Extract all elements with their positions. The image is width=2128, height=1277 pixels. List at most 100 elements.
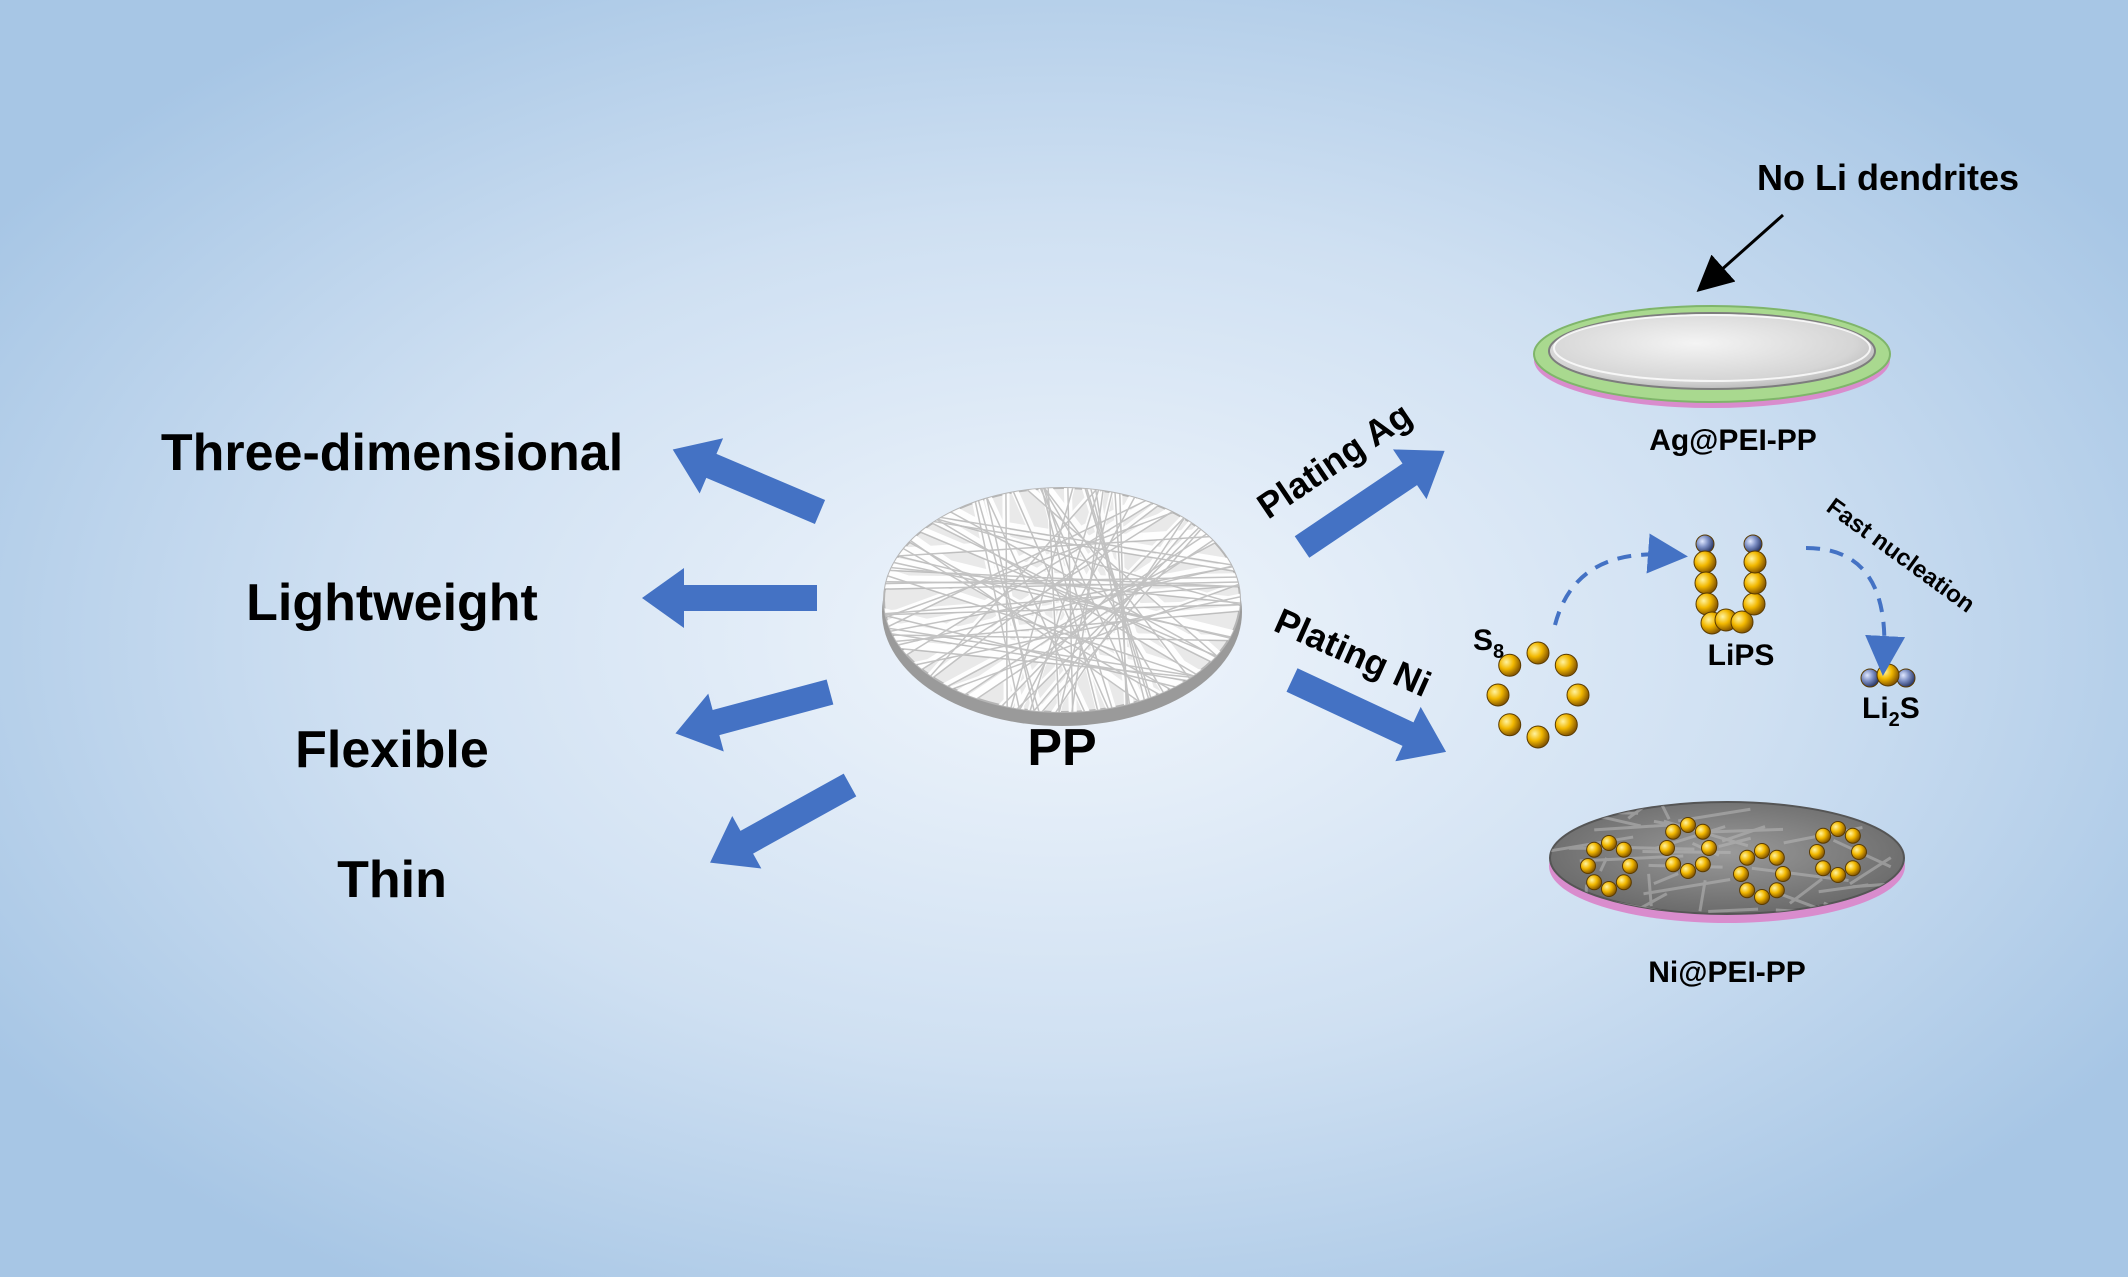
pp-fiber-shadow xyxy=(884,490,1240,694)
ni-ring-sulfur-atom xyxy=(1615,874,1632,891)
label-ni-pei-pp: Ni@PEI-PP xyxy=(1648,956,1806,989)
pointer-arrow-no-dendrites xyxy=(1696,213,1784,292)
ni-fiber xyxy=(1599,857,1609,872)
lips-sulfur-atom xyxy=(1694,571,1718,595)
ni-ring-sulfur-atom xyxy=(1775,866,1791,882)
pp-fiber-shadow xyxy=(962,488,1239,712)
pp-fiber-shadow xyxy=(884,578,1240,621)
ni-ring-sulfur-atom xyxy=(1586,874,1603,891)
label-li2s: Li2S xyxy=(1862,692,1920,731)
ni-ring-sulfur-atom xyxy=(1768,849,1785,866)
s8-atom xyxy=(1526,641,1550,665)
ni-ring-sulfur-atom xyxy=(1768,882,1785,899)
lips-sulfur-atom xyxy=(1742,592,1766,616)
ni-fiber xyxy=(1698,880,1707,912)
ni-ring-sulfur-atom xyxy=(1601,835,1617,851)
lips-sulfur-atom xyxy=(1730,610,1754,634)
pp-fiber-shadow xyxy=(1063,488,1111,712)
pp-membrane-disc xyxy=(882,487,1242,726)
ni-ring-sulfur-atom xyxy=(1615,841,1632,858)
ni-ring-sulfur-atom xyxy=(1580,858,1596,874)
arrow-to-lightweight xyxy=(642,568,817,628)
pp-fiber-shadow xyxy=(884,558,1240,613)
ni-ring-sulfur-atom xyxy=(1830,867,1846,883)
ni-ring-sulfur-atom xyxy=(1680,817,1696,833)
label-flexible: Flexible xyxy=(295,721,489,779)
ni-fiber xyxy=(1653,872,1679,886)
ni-fiber xyxy=(1708,907,1759,913)
lips-sulfur-atom xyxy=(1743,550,1767,574)
label-li2s-subscript: 2 xyxy=(1889,709,1900,731)
pp-fiber-shadow xyxy=(884,536,1240,658)
s8-atom xyxy=(1498,653,1522,677)
pp-fiber-shadow xyxy=(1013,488,1193,712)
pp-fiber-shadow xyxy=(964,488,1034,712)
ni-ring-sulfur-atom xyxy=(1586,841,1603,858)
ni-fiber xyxy=(1647,873,1653,907)
pp-fiber-shadow xyxy=(891,488,1144,712)
lips-molecule xyxy=(1693,534,1767,635)
ni-ring-sulfur-atom xyxy=(1815,860,1832,877)
label-pp: PP xyxy=(1027,719,1096,777)
pp-fiber-shadow xyxy=(1028,488,1129,712)
pp-fiber-shadow xyxy=(964,488,1057,712)
ni-fiber xyxy=(1849,856,1892,886)
s8-atom xyxy=(1566,683,1590,707)
lips-sulfur-atom xyxy=(1743,571,1767,595)
ni-ring-sulfur-atom xyxy=(1601,881,1617,897)
pp-fiber-shadow xyxy=(996,488,1087,712)
arrow-plating-ni xyxy=(1286,668,1447,762)
pp-fiber-shadow xyxy=(884,488,1212,712)
lips-lithium-atom xyxy=(1743,534,1763,554)
arrow-plating-ag xyxy=(1294,449,1445,558)
pp-fiber-shadow xyxy=(884,601,1240,618)
ni-fiber xyxy=(1643,877,1731,896)
pp-fiber-shadow xyxy=(1045,488,1063,712)
arrow-to-three-dimensional xyxy=(672,438,826,524)
pp-fiber xyxy=(884,575,1240,621)
ni-ring-sulfur-atom xyxy=(1665,823,1682,840)
label-three-dimensional: Three-dimensional xyxy=(161,424,623,482)
ni-ring-sulfur-atom xyxy=(1844,860,1861,877)
ni-ring-sulfur-atom xyxy=(1733,866,1749,882)
ni-ring-sulfur-atom xyxy=(1701,840,1717,856)
ni-ring-sulfur-atom xyxy=(1622,858,1638,874)
dashed-arrow-lips-to-li2s xyxy=(1805,546,1906,676)
pp-fiber-shadow xyxy=(993,488,1132,712)
s8-atom xyxy=(1554,713,1578,737)
arrow-to-flexible xyxy=(675,679,834,752)
ni-ring-sulfur-atom xyxy=(1739,849,1756,866)
label-ag-pei-pp: Ag@PEI-PP xyxy=(1649,424,1817,457)
s8-atom xyxy=(1498,713,1522,737)
ni-ring-sulfur-atom xyxy=(1665,856,1682,873)
dashed-arrow-s8-to-lips xyxy=(1553,533,1688,626)
ni-ring-sulfur-atom xyxy=(1815,827,1832,844)
s8-atom xyxy=(1486,683,1510,707)
pp-fiber-shadow xyxy=(1014,488,1214,712)
s8-atom xyxy=(1554,653,1578,677)
arrow-to-thin xyxy=(710,773,857,869)
ni-ring-sulfur-atom xyxy=(1694,823,1711,840)
label-s8-subscript: 8 xyxy=(1493,641,1504,663)
pp-fiber-shadow xyxy=(975,488,1049,712)
ni-ring-sulfur-atom xyxy=(1680,863,1696,879)
pp-fiber-shadow xyxy=(884,574,1240,586)
label-lips: LiPS xyxy=(1708,639,1775,672)
ni-ring-sulfur-atom xyxy=(1809,844,1825,860)
li2s-lithium-atom xyxy=(1896,668,1916,688)
lips-sulfur-atom xyxy=(1695,592,1719,616)
ni-ring-sulfur-atom xyxy=(1739,882,1756,899)
li2s-lithium-atom xyxy=(1860,668,1880,688)
s8-molecule xyxy=(1486,641,1590,749)
ni-ring-sulfur-atom xyxy=(1754,843,1770,859)
lips-lithium-atom xyxy=(1695,534,1715,554)
ni-fiber xyxy=(1594,823,1668,832)
lips-sulfur-atom xyxy=(1693,550,1717,574)
ni-ring-sulfur-atom xyxy=(1851,844,1867,860)
ni-fiber xyxy=(1619,892,1668,914)
ni-sulfur-rings xyxy=(1580,817,1867,905)
ni-ring-sulfur-atom xyxy=(1694,856,1711,873)
ni-ring-sulfur-atom xyxy=(1754,889,1770,905)
ni-fiber xyxy=(1704,827,1784,834)
